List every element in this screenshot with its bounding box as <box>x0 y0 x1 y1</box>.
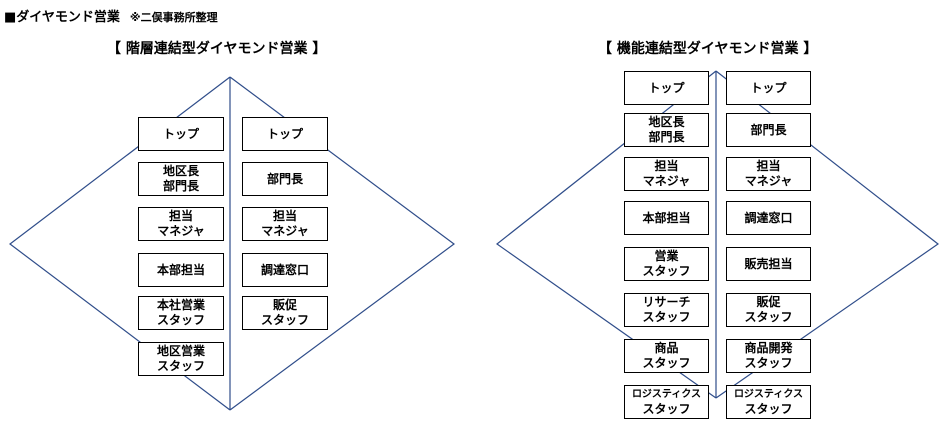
right-right-box: 商品開発スタッフ <box>726 339 811 373</box>
right-func-box: ロジスティクススタッフ <box>624 385 709 419</box>
left-right-box: 調達窓口 <box>242 253 328 287</box>
left-right-box-label: スタッフ <box>260 313 309 327</box>
right-right-box: 調達窓口 <box>726 201 811 235</box>
left-right-box: 販促スタッフ <box>242 296 328 330</box>
right-func-box-label: スタッフ <box>642 356 691 370</box>
left-diagram-title: 【 階層連結型ダイヤモンド営業 】 <box>107 41 327 57</box>
right-func-box-label: 地区長 <box>648 115 685 129</box>
right-func-box: 本部担当 <box>624 201 709 235</box>
left-hier-box-label: 本部担当 <box>156 262 205 277</box>
left-hier-box: 地区長部門長 <box>138 162 224 196</box>
left-hier-box: 地区営業スタッフ <box>138 342 224 376</box>
right-func-box-label: 商品 <box>654 341 679 355</box>
left-hier-box: 本社営業スタッフ <box>138 296 224 330</box>
left-right-box: 担当マネジャ <box>242 207 328 241</box>
right-func-box: トップ <box>624 71 709 105</box>
right-right-box-label: 販売担当 <box>744 256 793 271</box>
right-right-box: 担当マネジャ <box>726 157 811 191</box>
left-hier-box-label: 部門長 <box>162 179 199 193</box>
left-hier-box-label: 地区営業 <box>156 344 205 358</box>
left-right-box-label: トップ <box>266 126 303 141</box>
left-right-box-label: 販促 <box>272 298 297 312</box>
right-right-box-label: 調達窓口 <box>744 210 793 225</box>
right-right-box: トップ <box>726 71 811 105</box>
left-right-box-label: 担当 <box>272 209 297 223</box>
left-right-box-label: マネジャ <box>261 224 309 238</box>
right-func-box-label: スタッフ <box>642 264 691 278</box>
left-hier-box-label: マネジャ <box>157 224 205 238</box>
header-title: ■ダイヤモンド営業 <box>4 10 120 25</box>
right-right-box-label: マネジャ <box>744 174 793 188</box>
right-right-box: ロジスティクススタッフ <box>726 385 811 419</box>
right-right-box-label: 担当 <box>756 159 781 173</box>
right-diagram-title: 【 機能連結型ダイヤモンド営業 】 <box>598 41 818 57</box>
left-right-box: 部門長 <box>242 162 328 196</box>
left-hier-box-label: 地区長 <box>162 164 199 178</box>
right-right-box-label: 販促 <box>756 295 781 309</box>
right-func-box: 営業スタッフ <box>624 247 709 281</box>
left-hier-box-label: トップ <box>162 126 199 141</box>
right-right-box: 部門長 <box>726 113 811 147</box>
right-func-box-label: トップ <box>648 80 685 95</box>
right-right-box-label: トップ <box>750 80 787 95</box>
right-func-box: リサーチスタッフ <box>624 293 709 327</box>
right-func-box-label: 営業 <box>654 249 679 263</box>
right-func-box-label: スタッフ <box>642 402 691 416</box>
left-right-box-label: 調達窓口 <box>260 262 309 277</box>
right-func-box-label: 本部担当 <box>642 210 691 225</box>
left-hier-box: 担当マネジャ <box>138 207 224 241</box>
left-hier-box-label: 担当 <box>168 209 193 223</box>
left-hier-box-label: 本社営業 <box>156 298 205 312</box>
left-right-box-label: 部門長 <box>266 171 303 186</box>
header-note: ※二俣事務所整理 <box>129 11 218 24</box>
left-right-box: トップ <box>242 117 328 151</box>
right-func-box: 地区長部門長 <box>624 113 709 147</box>
right-right-box: 販売担当 <box>726 247 811 281</box>
right-right-box-label: スタッフ <box>744 356 793 370</box>
right-func-box-label: スタッフ <box>642 310 691 324</box>
right-right-box-label: 部門長 <box>750 122 787 137</box>
right-func-box-label: マネジャ <box>642 174 691 188</box>
right-right-box-label: スタッフ <box>744 310 793 324</box>
right-right-box-label: スタッフ <box>744 402 793 416</box>
right-right-box: 販促スタッフ <box>726 293 811 327</box>
right-right-box-label: ロジスティクス <box>733 389 804 400</box>
right-func-box-label: 担当 <box>654 159 679 173</box>
left-hier-box-label: スタッフ <box>156 359 205 373</box>
right-func-box-label: リサーチ <box>642 295 691 309</box>
left-hier-box: 本部担当 <box>138 253 224 287</box>
right-func-box: 担当マネジャ <box>624 157 709 191</box>
right-right-box-label: 商品開発 <box>744 341 793 355</box>
left-hier-box: トップ <box>138 117 224 151</box>
left-hier-box-label: スタッフ <box>156 313 205 327</box>
page-header: ■ダイヤモンド営業 ※二俣事務所整理 <box>4 6 218 25</box>
right-func-box-label: ロジスティクス <box>631 389 702 400</box>
right-func-box: 商品スタッフ <box>624 339 709 373</box>
right-func-box-label: 部門長 <box>648 130 685 144</box>
